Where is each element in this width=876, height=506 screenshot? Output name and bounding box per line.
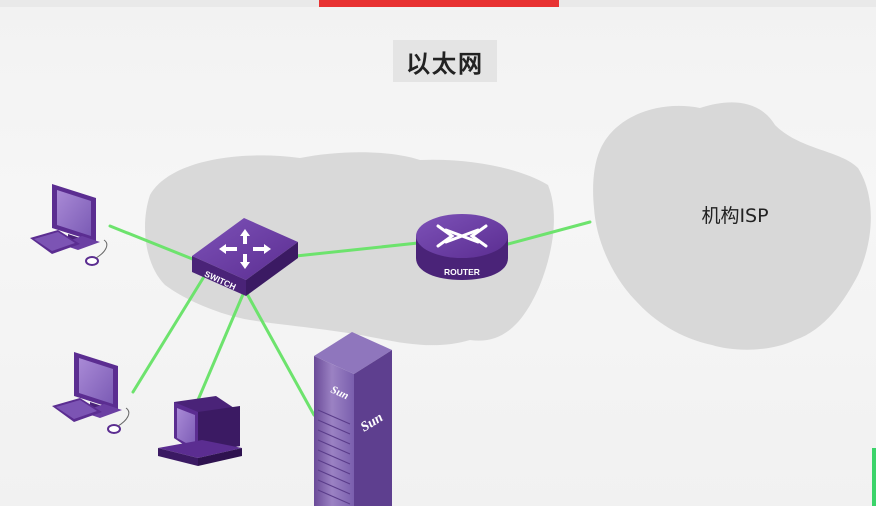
router-label: ROUTER — [444, 267, 480, 277]
server-icon: Sun Sun — [314, 332, 392, 506]
link-pc2-switch — [131, 273, 207, 394]
slide-title: 以太网 — [393, 40, 497, 82]
terminal-icon — [158, 396, 242, 466]
accent-bar — [319, 0, 559, 7]
link-pc1-switch — [108, 224, 202, 264]
computer-icon — [30, 184, 108, 266]
isp-label: 机构ISP — [701, 205, 768, 227]
link-terminal-switch — [196, 290, 246, 402]
links — [108, 220, 592, 417]
isp-cloud — [593, 102, 871, 350]
router-icon: ROUTER — [416, 214, 508, 280]
link-router-isp — [506, 220, 592, 246]
computer-icon — [52, 352, 130, 434]
link-switch-router — [294, 241, 420, 258]
edge-marker — [872, 448, 876, 506]
link-server-switch — [244, 290, 316, 417]
